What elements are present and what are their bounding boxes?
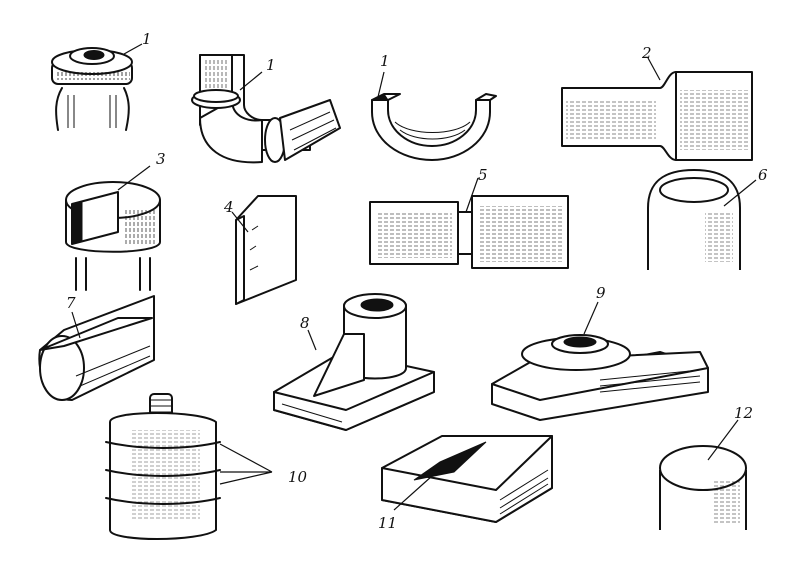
- label-v-groove-block: 11: [378, 514, 397, 532]
- label-rounded-end: 6: [758, 166, 768, 184]
- flat-on-shaft-part: [38, 295, 155, 401]
- flat-cylinder-part: [659, 419, 747, 530]
- label-raised-boss: 9: [596, 284, 606, 302]
- label-stepped-shaft: 2: [641, 44, 652, 62]
- v-groove-block-part: [381, 435, 553, 523]
- grooved-shaft-part: [369, 177, 569, 269]
- label-half-bushing: 1: [380, 52, 390, 70]
- label-flat-on-shaft: 7: [66, 294, 76, 312]
- label-grooved-shaft: 5: [478, 166, 488, 184]
- stepped-shaft-part: [561, 57, 753, 161]
- label-chamfered-plate: 4: [223, 198, 234, 216]
- rib-bracket-part: [273, 293, 435, 431]
- slotted-head-part: [65, 165, 161, 291]
- label-flask-ribs: 10: [288, 468, 308, 486]
- rounded-end-part: [647, 169, 757, 270]
- label-pipe-clamp: 1: [266, 56, 276, 74]
- pipe-elbow-part: [191, 54, 341, 164]
- bottle-cap-part: [51, 43, 143, 131]
- ribbed-flask-part: [105, 393, 273, 540]
- half-bushing-part: [371, 71, 497, 161]
- label-flat-cylinder: 12: [734, 404, 753, 422]
- raised-boss-part: [491, 301, 709, 421]
- label-slotted-head: 3: [156, 150, 166, 168]
- chamfered-plate-part: [231, 195, 297, 305]
- label-bottle-cap: 1: [142, 30, 152, 48]
- label-rib-bracket: 8: [300, 314, 310, 332]
